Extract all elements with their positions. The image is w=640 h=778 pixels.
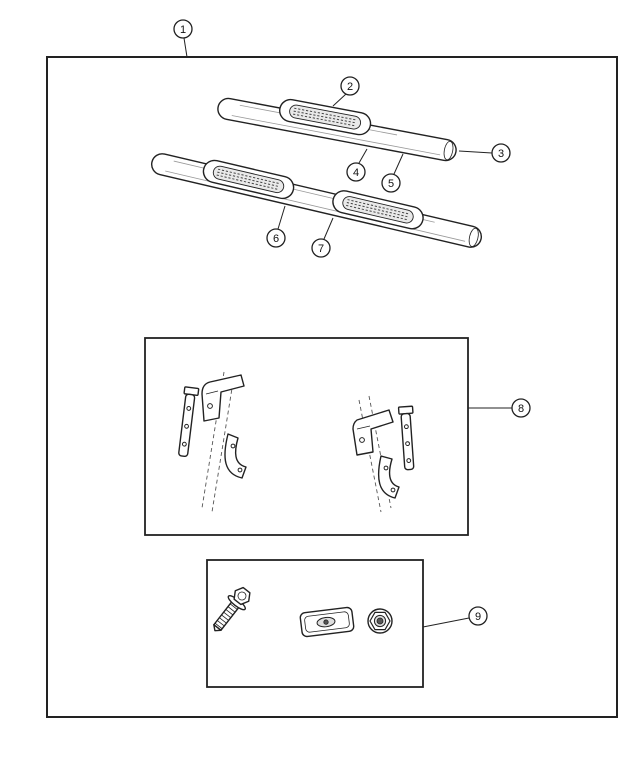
callout-8: 8	[468, 398, 531, 418]
bracket-hole	[359, 437, 365, 443]
plate-slot-hole	[323, 619, 329, 625]
bolt-hex-head	[233, 586, 251, 606]
strap-hole	[184, 423, 189, 429]
leader-line	[458, 150, 493, 154]
j-bracket	[224, 433, 247, 479]
callout-circle	[340, 76, 360, 96]
mounting-bracket-foot	[352, 409, 394, 456]
strap-hole	[406, 458, 412, 463]
leader-line	[277, 205, 286, 230]
guide-line-dashed	[368, 395, 392, 509]
bracket-hole	[207, 403, 213, 409]
callout-circle	[511, 398, 531, 418]
leader-line	[422, 617, 470, 628]
callout-number: 3	[498, 148, 504, 160]
strap-hole	[405, 441, 410, 447]
callout-number: 4	[353, 167, 359, 179]
leader-line	[393, 153, 404, 175]
strap-hole	[186, 406, 192, 411]
callout-circle	[381, 173, 401, 193]
nut-hex	[369, 611, 391, 631]
bracket-kit	[144, 337, 469, 536]
tube-shading-line	[231, 115, 441, 156]
strap-hole	[181, 441, 187, 447]
bolt-tip	[213, 624, 222, 632]
callout-circle	[173, 19, 193, 39]
leader-line	[358, 148, 368, 164]
callout-circle	[468, 606, 488, 626]
tube-end-cap	[443, 141, 454, 161]
j-bracket-hole	[383, 465, 389, 471]
hex-bolt	[213, 586, 251, 632]
flange-nut	[367, 608, 393, 634]
callout-3: 3	[458, 143, 511, 163]
bracket-set-right	[352, 395, 415, 513]
bracket-kit-box	[144, 337, 469, 536]
mounting-bracket-foot	[201, 374, 245, 422]
bracket-edge-line	[356, 425, 371, 430]
leader-line	[332, 93, 347, 107]
callout-circle	[266, 228, 286, 248]
callout-2: 2	[332, 76, 360, 107]
leader-line	[183, 37, 188, 58]
j-bracket-hole	[230, 443, 236, 449]
guide-line-dashed	[211, 375, 235, 513]
mounting-strap	[178, 386, 200, 457]
mounting-plate	[299, 606, 355, 638]
callout-number: 7	[318, 243, 324, 255]
side-step-tube-upper	[217, 97, 457, 162]
callout-1: 1	[173, 19, 193, 58]
callout-number: 2	[347, 81, 353, 93]
nut-bore	[376, 617, 384, 625]
strap-hole	[403, 424, 409, 430]
leader-line	[323, 217, 334, 240]
strap-flange	[397, 405, 414, 415]
callout-circle	[491, 143, 511, 163]
bracket-set-left	[178, 371, 247, 513]
mounting-strap	[397, 405, 415, 471]
callout-circle	[346, 162, 366, 182]
callout-number: 8	[518, 403, 524, 415]
callout-number: 1	[180, 24, 186, 36]
plate-inner-edge	[304, 611, 350, 633]
assembly-boundary-box	[46, 56, 618, 718]
callout-5: 5	[381, 153, 404, 193]
bracket-edge-line	[205, 390, 219, 395]
callout-4: 4	[346, 148, 368, 182]
j-bracket	[377, 455, 400, 499]
callout-6: 6	[266, 205, 286, 248]
hardware-kit-box	[206, 559, 424, 688]
j-bracket-hole	[390, 487, 396, 493]
bolt-threads	[214, 603, 238, 630]
bolt-head-detail	[237, 591, 247, 601]
side-step-tube-lower	[150, 153, 483, 248]
callout-circle	[311, 238, 331, 258]
callout-number: 6	[273, 233, 279, 245]
tube-end-cap	[468, 227, 479, 247]
callout-7: 7	[311, 217, 334, 258]
hardware-kit	[206, 559, 424, 688]
callout-number: 9	[475, 611, 481, 623]
callout-9: 9	[422, 606, 488, 628]
guide-line-dashed	[358, 399, 382, 513]
j-bracket-hole	[237, 467, 243, 473]
callout-number: 5	[388, 178, 394, 190]
tube-body	[150, 153, 483, 248]
